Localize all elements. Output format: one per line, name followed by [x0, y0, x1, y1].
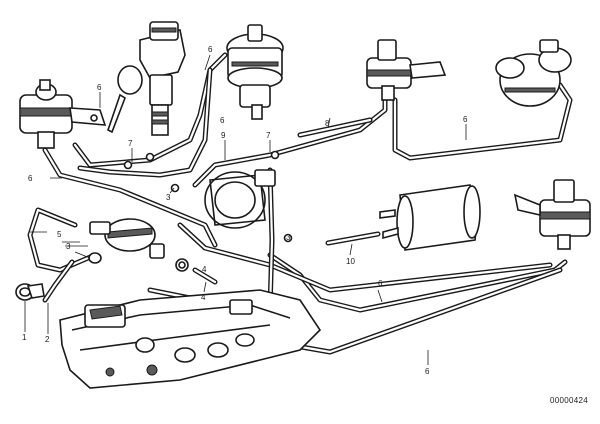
hose-top-middle [192, 92, 388, 188]
top-right-valve [366, 39, 447, 101]
intake-manifold [59, 289, 322, 389]
small-fittings [123, 150, 293, 243]
callout-2: 2 [45, 335, 50, 344]
callout-5: 5 [57, 230, 62, 239]
callout-6b: 6 [425, 367, 430, 376]
callout-3: 3 [66, 242, 71, 251]
callout-8: 8 [325, 119, 330, 128]
callout-4: 4 [201, 293, 206, 302]
t-connector [175, 258, 189, 272]
callout-3c: 3 [166, 193, 171, 202]
callout-7a: 7 [128, 139, 133, 148]
callout-6f: 6 [28, 174, 33, 183]
callout-6g: 6 [220, 116, 225, 125]
callout-6c: 6 [208, 45, 213, 54]
air-filter-valve [495, 39, 572, 107]
ignition-distributor [107, 21, 186, 136]
left-vacuum-unit [19, 79, 107, 149]
center-vacuum-canister [226, 24, 284, 120]
callout-9: 9 [221, 131, 226, 140]
pressure-regulator [88, 218, 165, 264]
callout-3b: 3 [286, 233, 291, 242]
right-vacuum-unit [513, 179, 591, 250]
callout-4b: 4 [202, 265, 207, 274]
callout-7b: 7 [266, 131, 271, 140]
callout-6a: 6 [378, 279, 383, 288]
callout-labels: 1 2 3 4 5 6 6 6 6 6 6 6 7 7 8 9 10 3 3 4 [22, 45, 468, 376]
hose-clamp [15, 283, 45, 301]
vacuum-canister-middle [204, 169, 276, 229]
callout-leaders [24, 54, 467, 365]
fuel-filter [379, 184, 481, 251]
callout-6d: 6 [97, 83, 102, 92]
callout-10: 10 [346, 257, 355, 266]
callout-1: 1 [22, 333, 27, 342]
document-number: 00000424 [550, 396, 588, 405]
hose-elbow [42, 259, 75, 303]
callout-6e: 6 [463, 115, 468, 124]
